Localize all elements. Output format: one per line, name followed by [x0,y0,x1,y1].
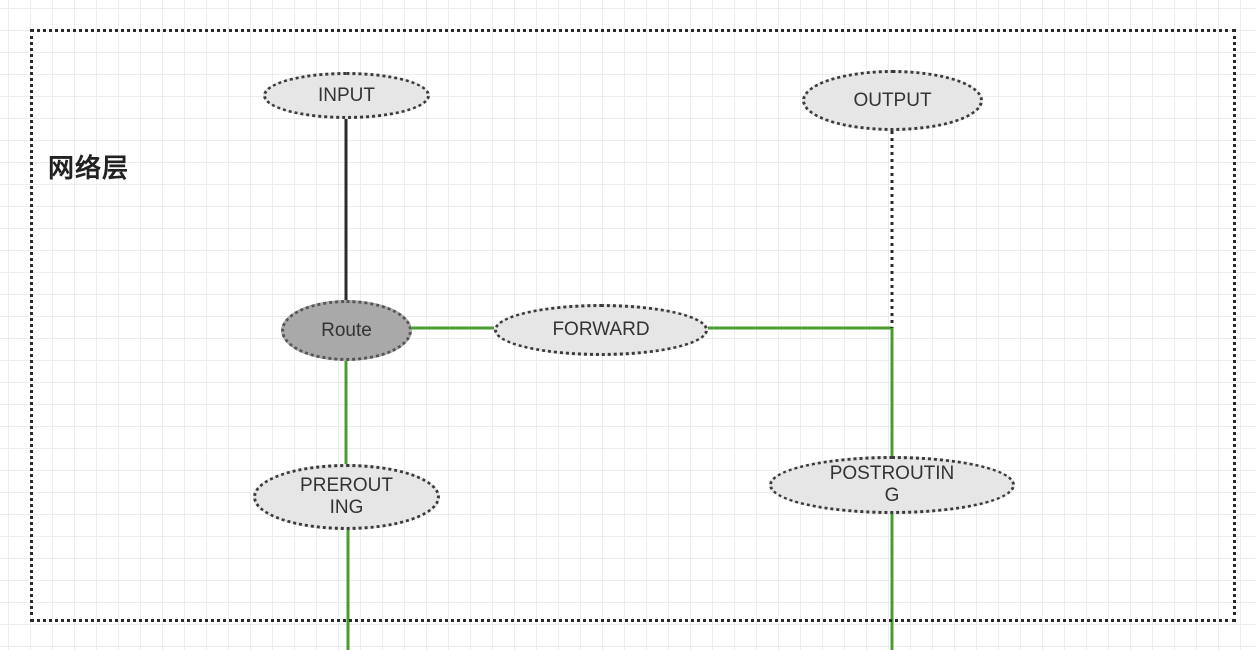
network-layer-region [30,29,1236,622]
node-output: OUTPUT [802,70,983,131]
node-prerouting: PREROUT ING [253,464,440,530]
region-label: 网络层 [48,154,130,184]
node-input: INPUT [263,72,430,119]
node-postrouting: POSTROUTIN G [769,456,1015,514]
node-forward: FORWARD [494,304,708,356]
node-route: Route [281,300,412,361]
